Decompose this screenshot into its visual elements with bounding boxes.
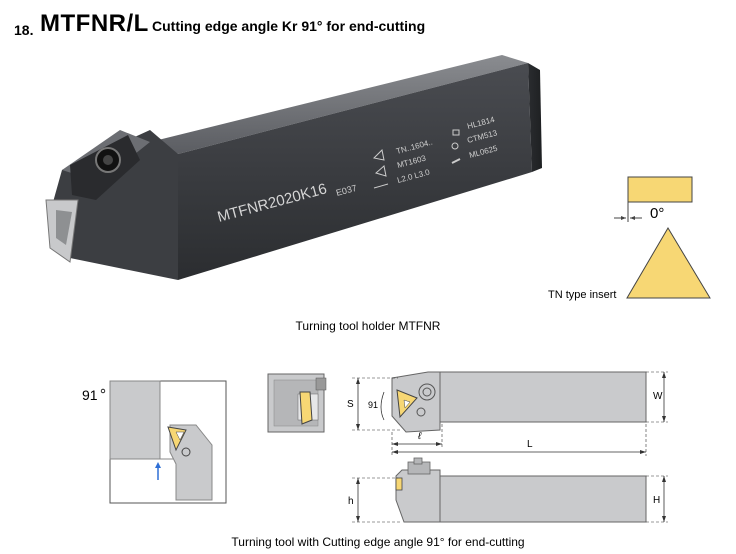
insert-side-view xyxy=(627,176,693,203)
clamp-mark-icon xyxy=(452,129,460,136)
dim-l-small-label: ℓ xyxy=(417,431,422,442)
cutting-angle-diagram: 91 xyxy=(82,380,227,504)
screw-mark-icon xyxy=(451,142,459,150)
dim-h-label: H xyxy=(653,495,660,506)
dim-s-label: S xyxy=(347,399,354,410)
insert-type-label: TN type insert xyxy=(548,289,617,301)
dim-l-label: L xyxy=(527,439,533,450)
shank-front-face xyxy=(178,63,532,280)
angle-arc xyxy=(380,391,385,421)
model-subtitle: Cutting edge angle Kr 91° for end-cuttin… xyxy=(152,18,426,34)
caption-bottom: Turning tool with Cutting edge angle 91°… xyxy=(231,535,525,549)
page-header: 18. MTFNR/L Cutting edge angle Kr 91° fo… xyxy=(0,10,736,44)
insert-side-icon xyxy=(395,477,403,491)
shank-top-face xyxy=(150,55,528,154)
degree-icon xyxy=(100,388,106,394)
insert-end-icon xyxy=(299,391,313,425)
dim-w-label: W xyxy=(653,391,663,402)
dim-h-small-label: h xyxy=(348,496,354,507)
triangle-mark-icon xyxy=(372,148,385,161)
angle-left-label: 91 xyxy=(82,387,98,403)
section-number: 18. xyxy=(14,22,34,38)
top-view: S 91 W ℓ L xyxy=(347,371,668,456)
model-title: MTFNR/L xyxy=(40,10,149,37)
side-view: h H xyxy=(348,457,668,523)
insert-angle-label: 0° xyxy=(650,205,665,222)
insert-top-view xyxy=(626,227,711,299)
angle-top-label: 91 xyxy=(368,400,378,410)
screw-icon xyxy=(181,447,191,457)
key-mark-icon xyxy=(451,158,461,164)
end-view xyxy=(267,373,327,433)
shank-end-face xyxy=(528,63,542,172)
caption-top: Turning tool holder MTFNR xyxy=(295,319,441,333)
